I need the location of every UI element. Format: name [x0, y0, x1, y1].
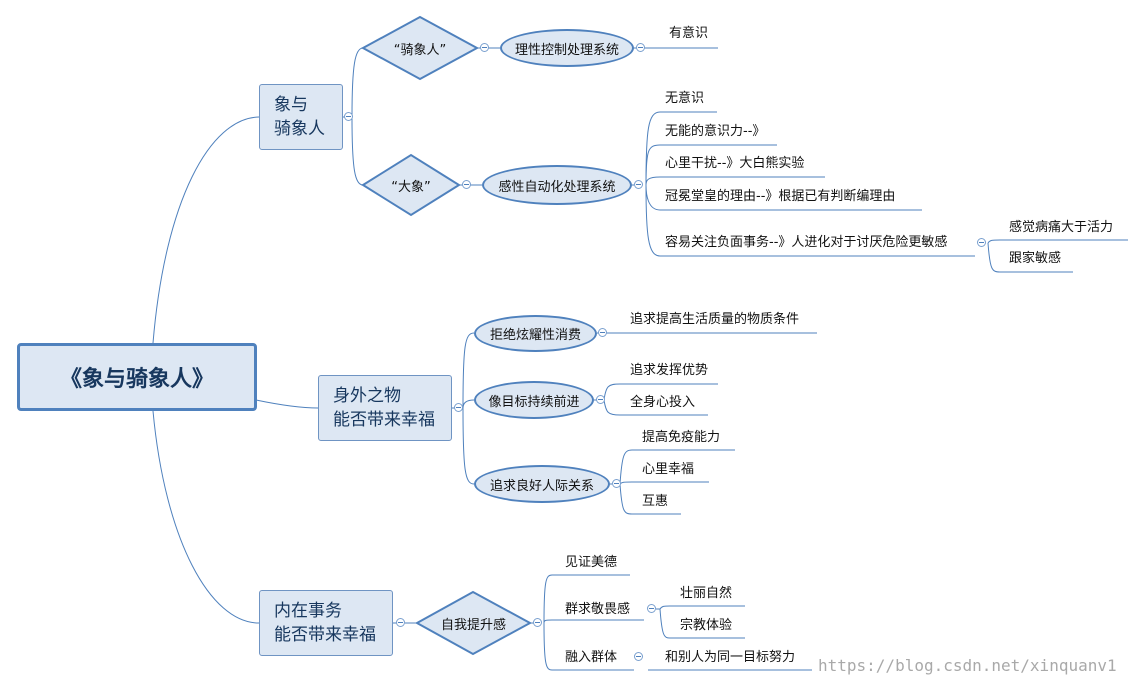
collapse-toggle-b3[interactable] — [396, 618, 405, 627]
leaf-immunity[interactable]: 提高免疫能力 — [642, 430, 721, 445]
branch-external-line2: 能否带来幸福 — [333, 410, 435, 430]
collapse-toggle-elephant[interactable] — [462, 180, 471, 189]
leaf-home-sensitivity[interactable]: 跟家敏感 — [1009, 251, 1062, 266]
rider-diamond — [360, 15, 480, 81]
leaf-full-engagement[interactable]: 全身心投入 — [630, 395, 696, 410]
collapse-toggle-rational[interactable] — [636, 43, 645, 52]
leaf-witness-virtue[interactable]: 见证美德 — [565, 555, 618, 570]
leaf-happiness[interactable]: 心里幸福 — [642, 462, 695, 477]
leaf-strengths[interactable]: 追求发挥优势 — [630, 363, 709, 378]
leaf-conscious[interactable]: 有意识 — [669, 26, 709, 41]
leaf-join-group[interactable]: 融入群体 — [565, 650, 618, 665]
elephant-label[interactable]: “大象” — [391, 179, 431, 195]
leaf-common-goal[interactable]: 和别人为同一目标努力 — [665, 650, 796, 665]
elephant-diamond — [361, 153, 461, 217]
branch-external-line1: 身外之物 — [333, 386, 401, 406]
collapse-toggle-b1[interactable] — [344, 112, 353, 121]
leaf-white-bear[interactable]: 心里干扰--》大白熊实验 — [665, 156, 805, 171]
collapse-toggle-goals[interactable] — [596, 395, 605, 404]
collapse-toggle-reject[interactable] — [598, 328, 607, 337]
branch-external-things[interactable]: 身外之物 能否带来幸福 — [318, 375, 452, 441]
self-elevation-diamond — [414, 590, 533, 656]
leaf-powerless-will[interactable]: 无能的意识力--》 — [665, 124, 766, 139]
leaf-negativity-bias[interactable]: 容易关注负面事务--》人进化对于讨厌危险更敏感 — [665, 235, 948, 250]
leaf-reciprocity[interactable]: 互惠 — [642, 494, 669, 509]
branch-elephant-rider[interactable]: 象与 骑象人 — [259, 84, 343, 150]
branch-elephant-rider-line2: 骑象人 — [274, 119, 325, 139]
leaf-pain-over-vitality[interactable]: 感觉病痛大于活力 — [1009, 220, 1114, 235]
branch-elephant-rider-line1: 象与 — [274, 95, 308, 115]
leaf-material-quality[interactable]: 追求提高生活质量的物质条件 — [630, 312, 800, 327]
relationships-node[interactable]: 追求良好人际关系 — [474, 465, 610, 503]
collapse-toggle-elevation[interactable] — [533, 618, 542, 627]
collapse-toggle-group[interactable] — [634, 652, 643, 661]
collapse-toggle-relationships[interactable] — [612, 479, 621, 488]
branch-inner-things[interactable]: 内在事务 能否带来幸福 — [259, 590, 393, 656]
rider-label[interactable]: “骑象人” — [393, 42, 447, 58]
collapse-toggle-b2[interactable] — [454, 403, 463, 412]
collapse-toggle-awe[interactable] — [647, 604, 656, 613]
pursue-goals-node[interactable]: 像目标持续前进 — [474, 381, 594, 419]
reject-conspicuous-node[interactable]: 拒绝炫耀性消费 — [474, 315, 597, 352]
leaf-rationalization[interactable]: 冠冕堂皇的理由--》根据已有判断编理由 — [665, 189, 896, 204]
collapse-toggle-rider[interactable] — [480, 43, 489, 52]
leaf-religious-experience[interactable]: 宗教体验 — [680, 618, 733, 633]
watermark-url: https://blog.csdn.net/xinquanv1 — [818, 656, 1117, 675]
branch-inner-line1: 内在事务 — [274, 601, 342, 621]
self-elevation-label[interactable]: 自我提升感 — [440, 617, 506, 633]
leaf-magnificent-nature[interactable]: 壮丽自然 — [680, 586, 733, 601]
leaf-unconscious[interactable]: 无意识 — [665, 91, 705, 106]
root-node[interactable]: 《象与骑象人》 — [17, 343, 257, 411]
collapse-toggle-negativity[interactable] — [977, 238, 986, 247]
branch-inner-line2: 能否带来幸福 — [274, 625, 376, 645]
collapse-toggle-automatic[interactable] — [634, 180, 643, 189]
rational-system-node[interactable]: 理性控制处理系统 — [500, 29, 634, 67]
leaf-seek-awe[interactable]: 群求敬畏感 — [565, 602, 631, 617]
automatic-system-node[interactable]: 感性自动化处理系统 — [482, 165, 632, 205]
